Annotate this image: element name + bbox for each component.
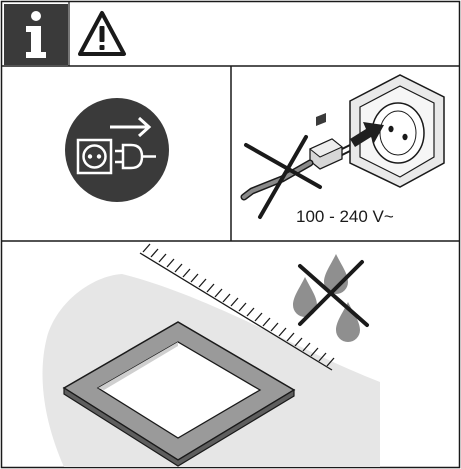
- led-panel: [62, 321, 296, 467]
- ceiling-mount-no-moisture-icon: [42, 243, 380, 467]
- info-badge: [4, 4, 68, 65]
- info-icon: [4, 4, 68, 65]
- power-panel: [232, 67, 459, 240]
- unplug-from-socket-icon: [65, 98, 169, 202]
- warning-triangle-icon: [78, 11, 126, 56]
- ceiling-hatch: [139, 243, 335, 371]
- install-panel: [2, 242, 459, 467]
- voltage-label: 100 - 240 V~: [296, 207, 394, 226]
- warning-badge: [76, 8, 128, 60]
- plug-into-wall-socket-no-cable-icon: [240, 74, 445, 219]
- disconnect-panel: [62, 95, 172, 205]
